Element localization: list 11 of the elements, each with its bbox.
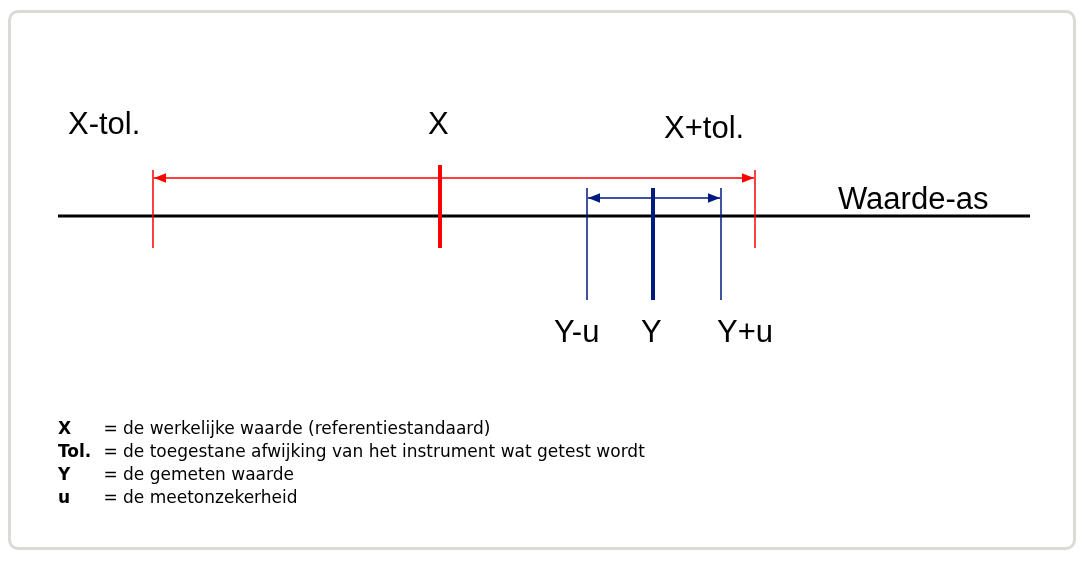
definition-text: Tol. = de toegestane afwijking van het instrument wat getest wordt — [58, 443, 645, 460]
axis-label: X — [428, 108, 449, 139]
axis-label: Y+u — [717, 316, 774, 347]
axis-label: X-tol. — [68, 108, 141, 139]
definition-text: u = de meetonzekerheid — [58, 489, 298, 506]
axis-label: Y — [641, 316, 662, 347]
axis-title: Waarde-as — [838, 183, 989, 214]
definition-text: X = de werkelijke waarde (referentiestandaard) — [58, 420, 491, 437]
axis-label: Y-u — [554, 316, 600, 347]
definition-text: Y = de gemeten waarde — [58, 466, 294, 483]
axis-label: X+tol. — [664, 112, 745, 143]
